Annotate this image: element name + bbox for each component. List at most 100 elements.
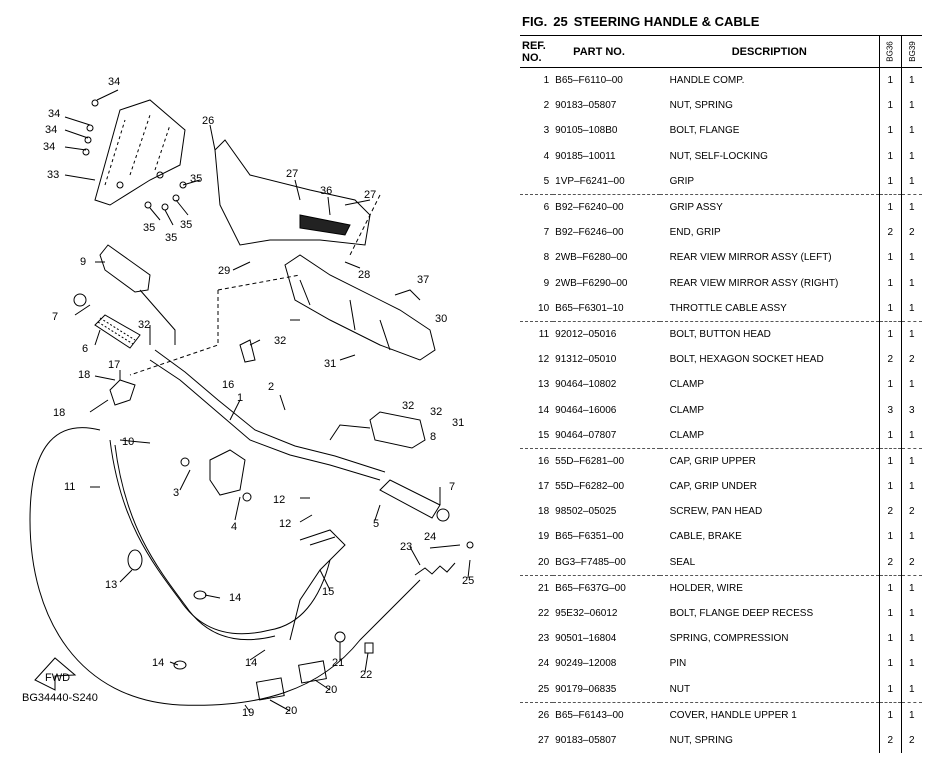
description-cell: BOLT, FLANGE [669,125,740,137]
qty-model-1-cell: 1 [879,270,901,296]
part-no-cell: B65–F6351–00 [555,531,624,543]
header-part-no: PART NO. [553,35,660,68]
qty-model-1-cell: 1 [879,118,901,144]
ref-cell: 2 [543,100,550,112]
part-no-cell: 90179–06835 [555,683,617,695]
ref-cell: 1 [543,75,550,87]
callout-label: 34 [108,76,120,88]
description-cell: END, GRIP [669,227,721,239]
qty-model-1-cell: 2 [879,549,901,576]
fig-number: 25 [553,14,568,29]
handle-cover-part [214,139,371,246]
callout-label: 30 [435,313,447,325]
part-no-cell: B65–F637G–00 [553,574,660,601]
callout-label: 15 [322,586,334,598]
part-no-cell: 90249–12008 [555,658,617,670]
part-no-cell: 2WB–F6280–00 [555,252,628,264]
callout-label: 28 [358,269,370,281]
callout-label: 35 [180,219,192,231]
ref-cell: 8 [543,252,550,264]
header-description: DESCRIPTION [659,35,880,68]
ref-cell: 9 [543,277,550,289]
qty-model-1-cell: 2 [879,347,901,373]
callout-label: 35 [143,222,155,234]
parts-table: REF.NO. PART NO. DESCRIPTION BG36 BG39 1… [520,35,922,754]
callout-label: 12 [279,518,291,530]
part-no-cell: 90501–16804 [555,633,617,645]
callout-label: 34 [45,124,57,136]
callout-label: 14 [245,657,257,669]
callout-label: 31 [452,417,464,429]
callout-label: 5 [373,518,379,530]
qty-model-2-cell: 2 [900,499,922,525]
part-no-cell: 98502–05025 [555,506,617,518]
part-no-cell: B92–F6240–00 [553,193,660,221]
callout-label: 27 [364,189,376,201]
callout-label: 7 [449,481,455,493]
callout-label: 11 [64,481,75,493]
part-no-cell: 90183–05807 [555,100,617,112]
callout-label: 29 [218,265,230,277]
callout-label: 27 [286,168,298,180]
qty-model-2-cell: 1 [900,701,922,728]
ref-cell: 4 [543,150,550,162]
table-header-row: REF.NO. PART NO. DESCRIPTION BG36 BG39 [520,35,922,68]
callout-label: 25 [462,575,474,587]
part-no-cell: 2WB–F6290–00 [555,277,628,289]
description-cell: SCREW, PAN HEAD [669,506,763,518]
description-cell: NUT, SELF-LOCKING [669,150,768,162]
qty-model-1-cell: 2 [879,220,901,246]
description-cell: GRIP [669,175,695,187]
callout-label: 14 [229,592,241,604]
qty-model-1-cell: 1 [879,295,901,322]
description-cell: BOLT, HEXAGON SOCKET HEAD [669,354,824,366]
qty-model-1-cell: 1 [879,320,901,348]
part-no-cell: 92012–05016 [553,320,660,348]
description-cell: SPRING, COMPRESSION [669,633,789,645]
part-no-cell: 90183–05807 [555,734,617,746]
qty-model-2-cell: 1 [900,168,922,195]
description-cell: CABLE, BRAKE [669,531,742,543]
ref-cell: 21 [520,574,554,601]
qty-model-2-cell: 1 [900,600,922,627]
ref-cell: 23 [538,633,550,645]
ref-cell: 11 [520,320,554,348]
fwd-label: FWD [45,672,70,684]
part-no-cell: 55D–F6281–00 [553,447,660,474]
part-no-cell: B65–F6110–00 [555,75,623,87]
ref-cell: 15 [538,429,550,441]
qty-model-2-cell: 1 [900,270,922,296]
callout-label: 4 [231,521,237,533]
description-cell: NUT, SPRING [669,100,733,112]
callout-label: 14 [152,657,164,669]
part-no-cell: 90464–07807 [555,429,617,441]
callout-label: 10 [122,436,134,448]
grip-part [94,314,141,349]
ref-cell: 19 [538,531,550,543]
callout-label: 17 [108,359,120,371]
qty-model-2-cell: 2 [900,727,922,754]
qty-model-1-cell: 1 [879,524,901,550]
ref-cell: 5 [543,175,550,187]
description-cell: CAP, GRIP UPPER [659,447,880,474]
part-no-cell: 95E32–06012 [555,608,618,620]
callout-label: 9 [80,256,86,268]
qty-model-1-cell: 1 [879,676,901,703]
mirror-right-part [99,244,151,293]
callout-label: 19 [242,707,254,719]
callout-label: 32 [138,319,150,331]
description-cell: PIN [669,658,687,670]
callout-label: 16 [222,379,234,391]
